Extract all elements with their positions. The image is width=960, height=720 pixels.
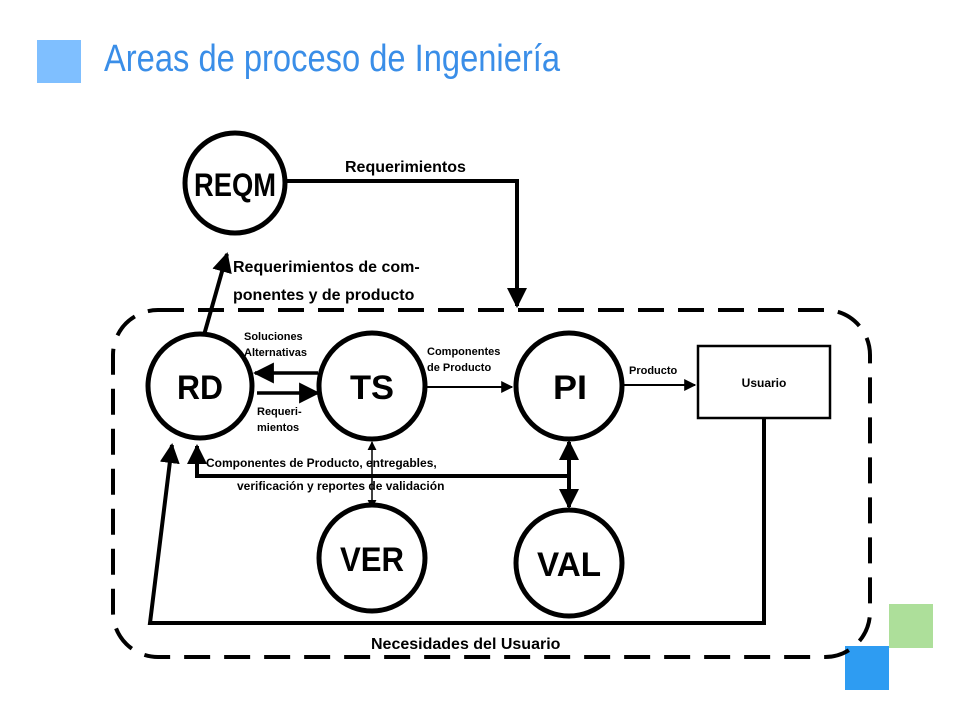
usuario-box <box>696 344 832 420</box>
node-ver <box>316 502 428 614</box>
edge-necesidades <box>147 418 766 625</box>
node-ts <box>316 330 428 442</box>
node-pi <box>513 330 625 442</box>
label-requeri-1: Requeri- <box>257 406 302 418</box>
label-soluciones-2: Alternativas <box>244 347 307 359</box>
label-soluciones-1: Soluciones <box>244 331 303 343</box>
edge-requerimientos <box>282 179 527 308</box>
label-req-componentes-1: Requerimientos de com- <box>233 259 420 276</box>
decorative-square-light-blue <box>37 40 81 83</box>
usuario-label: Usuario <box>742 376 787 390</box>
decorative-square-green <box>889 604 933 648</box>
label-componentes-prod-1: Componentes <box>427 346 500 358</box>
label-necesidades: Necesidades del Usuario <box>371 636 561 653</box>
label-requerimientos: Requerimientos <box>345 159 466 176</box>
edge-rd-to-reqm <box>202 252 232 336</box>
ts-label: TS <box>350 369 394 407</box>
decorative-square-blue <box>845 646 889 690</box>
reqm-label: REQM <box>194 167 276 203</box>
val-label: VAL <box>537 546 601 584</box>
pi-label: PI <box>553 369 587 407</box>
label-entregables-1: Componentes de Producto, entregables, <box>206 456 437 470</box>
node-val <box>513 507 625 619</box>
page-title: Areas de proceso de Ingeniería <box>104 38 561 80</box>
rd-label: RD <box>177 369 223 407</box>
edge-feedback-to-rd <box>187 444 569 478</box>
label-requeri-2: mientos <box>257 422 299 434</box>
node-rd <box>145 331 255 441</box>
ver-label: VER <box>340 541 404 579</box>
label-producto: Producto <box>629 365 678 377</box>
node-reqm <box>182 130 288 236</box>
project-boundary <box>111 308 872 659</box>
label-entregables-2: verificación y reportes de validación <box>237 479 444 493</box>
label-componentes-prod-2: de Producto <box>427 362 491 374</box>
label-req-componentes-2: ponentes y de producto <box>233 287 415 304</box>
